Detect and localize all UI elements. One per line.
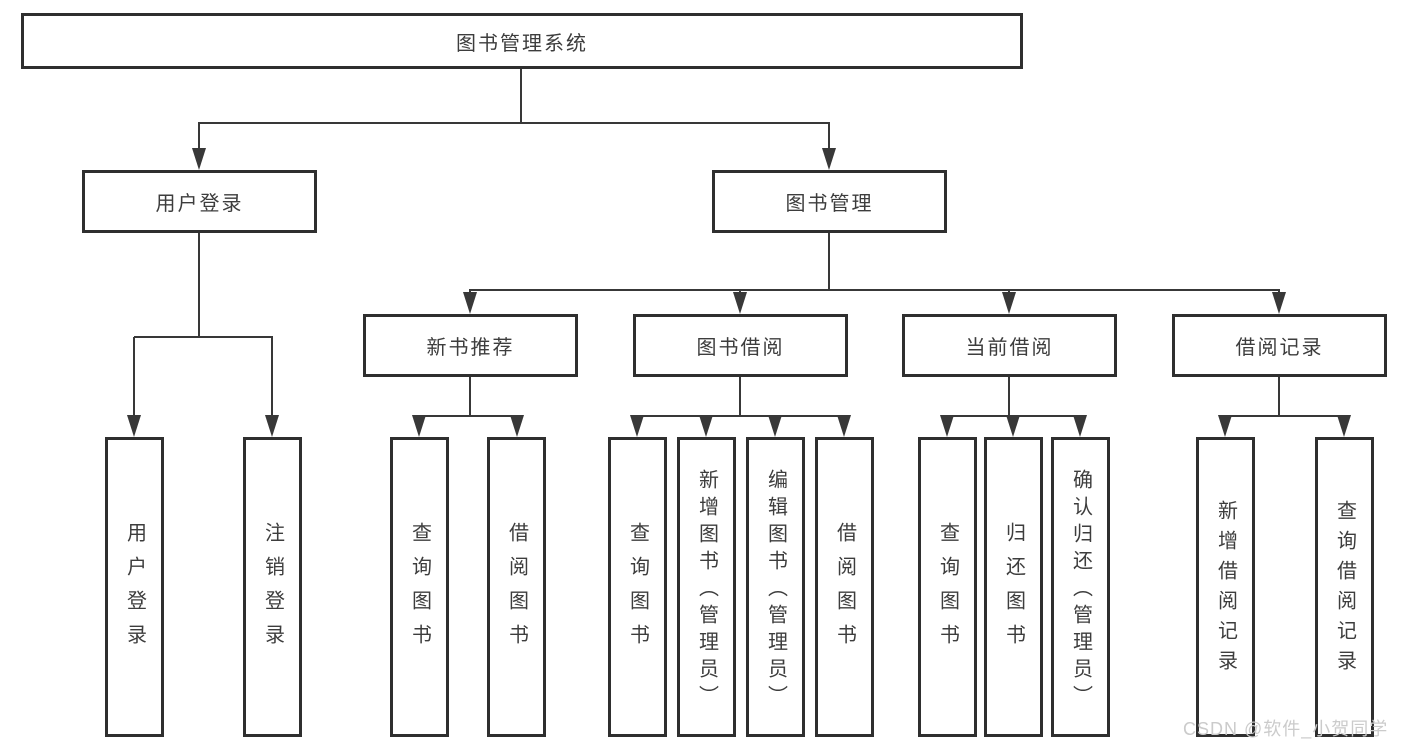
node-current-borrowing: 当前借阅: [902, 314, 1117, 377]
leaf-edit-book-admin: 编辑图书（管理员）: [746, 437, 805, 737]
node-new-book-recommend: 新书推荐: [363, 314, 578, 377]
connector: [637, 415, 845, 417]
arrow-down: [1218, 415, 1232, 437]
arrow-down: [733, 292, 747, 314]
node-book-borrowing: 图书借阅: [633, 314, 848, 377]
arrow-down: [1337, 415, 1351, 437]
arrow-down: [510, 415, 524, 437]
node-borrowing-records: 借阅记录: [1172, 314, 1387, 377]
leaf-borrow-book-recommend: 借阅图书: [487, 437, 546, 737]
leaf-query-borrow-record: 查询借阅记录: [1315, 437, 1374, 737]
arrow-down: [127, 415, 141, 437]
arrow-down: [265, 415, 279, 437]
arrow-down: [837, 415, 851, 437]
arrow-down: [1073, 415, 1087, 437]
connector: [520, 68, 522, 122]
arrow-down: [768, 415, 782, 437]
leaf-logout-login: 注销登录: [243, 437, 302, 737]
connector: [470, 289, 1280, 291]
connector: [134, 336, 273, 338]
leaf-confirm-return-admin: 确认归还（管理员）: [1051, 437, 1110, 737]
connector: [133, 337, 135, 417]
node-user-login: 用户登录: [82, 170, 317, 233]
arrow-down: [1272, 292, 1286, 314]
connector: [419, 415, 517, 417]
connector: [739, 377, 741, 417]
connector: [198, 122, 830, 124]
leaf-add-book-admin: 新增图书（管理员）: [677, 437, 736, 737]
connector: [198, 233, 200, 337]
connector: [1008, 377, 1010, 417]
node-library-management-system: 图书管理系统: [21, 13, 1023, 69]
arrow-down: [630, 415, 644, 437]
connector: [828, 233, 830, 290]
leaf-borrow-book: 借阅图书: [815, 437, 874, 737]
arrow-down: [1006, 415, 1020, 437]
arrow-down: [1002, 292, 1016, 314]
arrow-down: [412, 415, 426, 437]
connector: [828, 122, 830, 152]
leaf-user-login: 用户登录: [105, 437, 164, 737]
connector: [469, 377, 471, 417]
arrow-down: [699, 415, 713, 437]
arrow-down: [940, 415, 954, 437]
leaf-return-book: 归还图书: [984, 437, 1043, 737]
leaf-query-book-borrowing: 查询图书: [608, 437, 667, 737]
connector: [198, 122, 200, 152]
connector: [1225, 415, 1345, 417]
connector: [271, 337, 273, 417]
arrow-down: [463, 292, 477, 314]
leaf-query-book-current: 查询图书: [918, 437, 977, 737]
node-book-management: 图书管理: [712, 170, 947, 233]
leaf-add-borrow-record: 新增借阅记录: [1196, 437, 1255, 737]
watermark: CSDN @软件_小贺同学: [1183, 719, 1389, 739]
arrow-down: [822, 148, 836, 170]
arrow-down: [192, 148, 206, 170]
leaf-query-book-recommend: 查询图书: [390, 437, 449, 737]
connector: [1278, 377, 1280, 417]
